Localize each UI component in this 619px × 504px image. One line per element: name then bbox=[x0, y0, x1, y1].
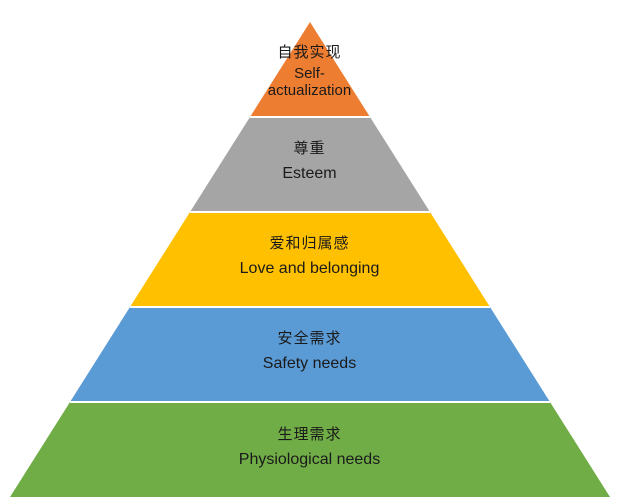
tier-en-label: Love and belonging bbox=[239, 260, 380, 278]
tier-physiological-shape bbox=[10, 402, 610, 497]
tier-en-label: Safety needs bbox=[262, 355, 357, 373]
tier-dividers bbox=[70, 116, 550, 403]
tier-en-label: Self-actualization bbox=[267, 65, 352, 99]
tier-esteem-shape bbox=[190, 117, 430, 212]
tier-cn-label: 安全需求 bbox=[277, 329, 342, 347]
tier-label-self-actualization: 自我实现 Self-actualization bbox=[0, 43, 619, 99]
tier-en-label: Esteem bbox=[282, 165, 337, 183]
tier-en-label: Physiological needs bbox=[238, 451, 381, 469]
tier-love-belonging-shape bbox=[130, 212, 490, 307]
tier-self-actualization-shape bbox=[250, 22, 370, 117]
tier-label-physiological: 生理需求 Physiological needs bbox=[0, 425, 619, 470]
tier-label-esteem: 尊重 Esteem bbox=[0, 139, 619, 184]
tier-label-safety: 安全需求 Safety needs bbox=[0, 329, 619, 374]
tier-safety-shape bbox=[70, 307, 550, 402]
tier-cn-label: 生理需求 bbox=[277, 425, 342, 443]
tier-label-love-belonging: 爱和归属感 Love and belonging bbox=[0, 234, 619, 279]
tier-cn-label: 尊重 bbox=[293, 139, 326, 157]
tier-cn-label: 爱和归属感 bbox=[269, 234, 350, 252]
tier-cn-label: 自我实现 bbox=[277, 43, 342, 61]
